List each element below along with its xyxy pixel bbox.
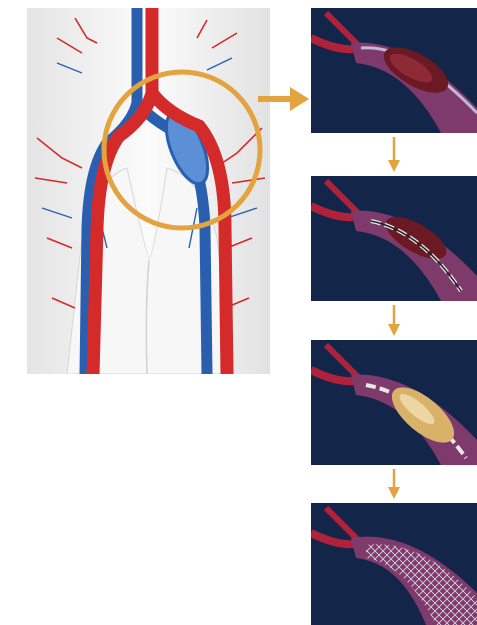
step-arrow-1-icon bbox=[388, 160, 400, 172]
step-panel-catheter-in-vein bbox=[311, 176, 477, 301]
step-panel-balloon-angioplasty bbox=[311, 340, 477, 465]
zoom-arrow-head-icon bbox=[290, 87, 309, 111]
step-arrow-3-icon bbox=[388, 487, 400, 499]
step-panel-vein-with-thrombus bbox=[311, 8, 477, 133]
step-arrow-2-icon bbox=[388, 324, 400, 336]
pelvic-vasculature-illustration bbox=[27, 8, 270, 374]
step-panel-stent-in-vein bbox=[311, 503, 477, 625]
